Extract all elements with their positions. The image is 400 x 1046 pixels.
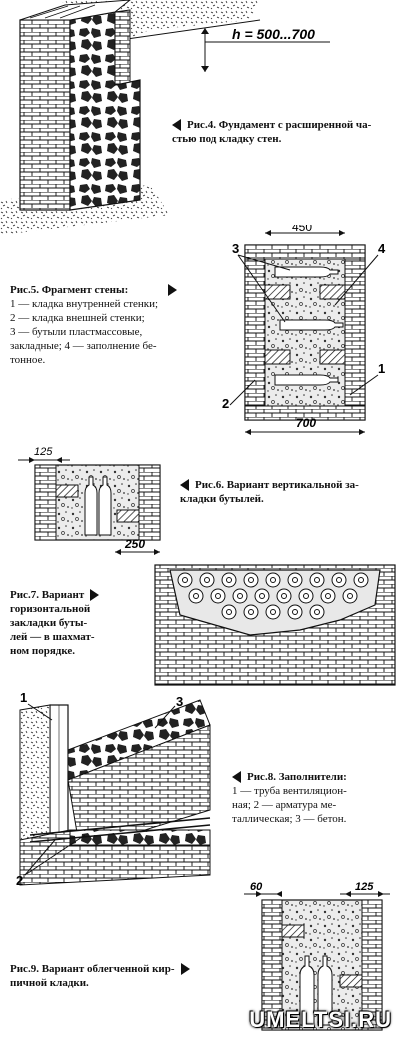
bottle-ends <box>177 572 369 620</box>
fig8-caption-title: Рис.8. Заполнители: <box>247 771 347 783</box>
bottle-neck-icon <box>226 577 232 583</box>
arrow-left-icon <box>180 479 189 492</box>
bottle-neck-icon <box>248 577 254 583</box>
bottle-neck-icon <box>193 593 199 599</box>
fig9-caption-line: пичной кладки. <box>10 977 89 989</box>
fig8-callout-3: 3 <box>176 694 183 709</box>
figure-5-drawing: 450 700 3 4 1 2 <box>222 220 386 435</box>
figure-9-drawing: 60 125 <box>244 881 390 1031</box>
bottle-neck-icon <box>182 577 188 583</box>
figure-9-light-brickwork: Рис.9. Вариант облегченной кир- пичной к… <box>0 880 400 1041</box>
figure-6-drawing: 125 250 <box>18 446 161 555</box>
fig5-caption-line: 1 — кладка внутренней стенки; <box>10 298 159 310</box>
figure-7-staggered-bottles: Рис.7. Вариант горизонтальной закладки б… <box>0 560 400 690</box>
bottle-neck-icon <box>325 593 331 599</box>
watermark-logo: UMELTSI.RU <box>249 1007 392 1032</box>
fig5-callout-3: 3 <box>232 241 239 256</box>
fig5-caption-line: 3 — бутыли пластмассовые, <box>10 326 143 338</box>
fig6-dim-top: 125 <box>34 446 53 458</box>
bottle-neck-icon <box>292 577 298 583</box>
fig6-caption-line: кладки бутылей. <box>180 493 264 505</box>
fig9-caption: Рис.9. Вариант облегченной кир- пичной к… <box>10 962 225 990</box>
bottle-neck-icon <box>237 593 243 599</box>
fig7-caption: Рис.7. Вариант горизонтальной закладки б… <box>10 588 150 658</box>
fig6-dim-bottom: 250 <box>124 537 145 551</box>
fig5-caption-line: тонное. <box>10 354 46 366</box>
arrow-right-icon <box>180 963 190 976</box>
bottle-neck-icon <box>248 609 254 615</box>
fig5-caption-line: 2 — кладка внешней стенки; <box>10 312 145 324</box>
bottle-neck-icon <box>204 577 210 583</box>
fig5-callout-2: 2 <box>222 396 229 411</box>
bottle-neck-icon <box>281 593 287 599</box>
fig4-caption: Рис.4. Фундамент с расширенной ча- стью … <box>172 118 397 146</box>
figure-6-vertical-bottles: 125 250 Рис.6. Вариант вертикальной за- … <box>0 440 400 560</box>
fig6-caption-line: Рис.6. Вариант вертикальной за- <box>195 479 359 491</box>
figure-5-wall-fragment: Рис.5. Фрагмент стены: 1 — кладка внутре… <box>0 220 400 440</box>
fig5-callout-4: 4 <box>378 241 386 256</box>
fig5-caption: Рис.5. Фрагмент стены: 1 — кладка внутре… <box>10 283 215 367</box>
fig9-dim-left: 60 <box>250 881 263 893</box>
fig5-caption-title: Рис.5. Фрагмент стены: <box>10 284 129 296</box>
fig9-dim-right: 125 <box>355 881 374 893</box>
figure-8-fillers: 1 3 2 Рис.8. Заполнители: 1 — труба вент… <box>0 690 400 890</box>
bottle-neck-icon <box>292 609 298 615</box>
fig5-callout-1: 1 <box>378 361 385 376</box>
figure-4-drawing: h = 500...700 <box>0 0 330 235</box>
fig8-callout-2: 2 <box>16 873 23 888</box>
fig6-caption: Рис.6. Вариант вертикальной за- кладки б… <box>180 478 395 506</box>
figure-8-drawing: 1 3 2 <box>16 690 211 888</box>
figure-7-drawing <box>154 564 396 686</box>
bottle-neck-icon <box>270 609 276 615</box>
bottle-neck-icon <box>358 577 364 583</box>
bottle-neck-icon <box>336 577 342 583</box>
fig7-caption-line: ном порядке. <box>10 645 76 657</box>
arrow-right-icon <box>168 284 178 297</box>
bottle-neck-icon <box>314 577 320 583</box>
bottle-neck-icon <box>259 593 265 599</box>
fig8-callout-1: 1 <box>20 690 27 705</box>
fig8-caption-line: 1 — труба вентиляцион- <box>232 785 347 797</box>
fig8-caption-line: ная; 2 — арматура ме- <box>232 799 337 811</box>
bottle-neck-icon <box>303 593 309 599</box>
fig9-caption-line: Рис.9. Вариант облегченной кир- <box>10 963 175 975</box>
arrow-right-icon <box>90 589 100 602</box>
arrow-left-icon <box>232 771 241 784</box>
fig5-dim-top: 450 <box>292 225 312 234</box>
fig4-caption-title: Рис.4. Фундамент с расширенной ча- <box>187 119 372 131</box>
fig8-caption: Рис.8. Заполнители: 1 — труба вентиляцио… <box>232 770 397 826</box>
bottle-neck-icon <box>314 609 320 615</box>
arrow-left-icon <box>172 119 181 132</box>
fig8-caption-line: таллическая; 3 — бетон. <box>232 813 347 825</box>
fig4-caption-rest: стью под кладку стен. <box>172 133 282 145</box>
bottle-neck-icon <box>226 609 232 615</box>
fig7-caption-line: лей — в шахмат- <box>10 631 95 643</box>
fig7-caption-line: Рис.7. Вариант <box>10 589 85 601</box>
fig5-dim-bottom: 700 <box>296 416 316 430</box>
fig4-dimension-label: h = 500...700 <box>232 26 315 42</box>
fig7-caption-line: горизонтальной <box>10 603 91 615</box>
figure-4-foundation: h = 500...700 Рис.4. Фундамент с расшире… <box>0 0 400 235</box>
fig5-caption-line: закладные; 4 — заполнение бе- <box>10 340 157 352</box>
fig7-caption-line: закладки буты- <box>10 617 88 629</box>
bottle-neck-icon <box>270 577 276 583</box>
bottle-neck-icon <box>215 593 221 599</box>
bottle-neck-icon <box>347 593 353 599</box>
